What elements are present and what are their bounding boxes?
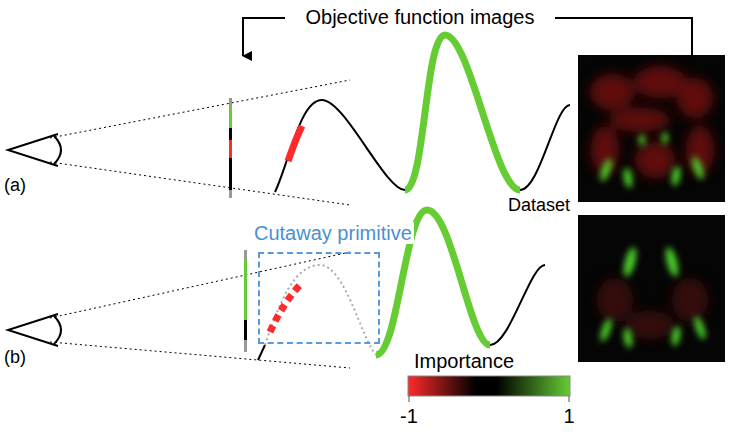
- tick-label: 1: [563, 405, 574, 427]
- colorbar-tick: [409, 396, 569, 402]
- objective-curve: [275, 35, 570, 192]
- dashed-outline: [258, 252, 380, 344]
- eye-symbol: [8, 134, 61, 346]
- tick-label: -1: [400, 405, 418, 427]
- importance-colorbar: [408, 376, 570, 396]
- image-plane: [229, 98, 232, 198]
- colorbar-title: Importance: [414, 350, 514, 372]
- figure-heading: Objective function images: [301, 6, 538, 28]
- dataset-image: [578, 55, 725, 202]
- dataset-label: Dataset: [508, 196, 570, 216]
- dataset-image: [578, 215, 725, 362]
- panel-label: (b): [4, 348, 26, 368]
- panel-label: (a): [4, 176, 26, 196]
- node-label: Cutaway primitive: [252, 222, 414, 244]
- image-plane: [244, 250, 247, 352]
- cutaway-primitive: Cutaway primitive: [252, 222, 414, 244]
